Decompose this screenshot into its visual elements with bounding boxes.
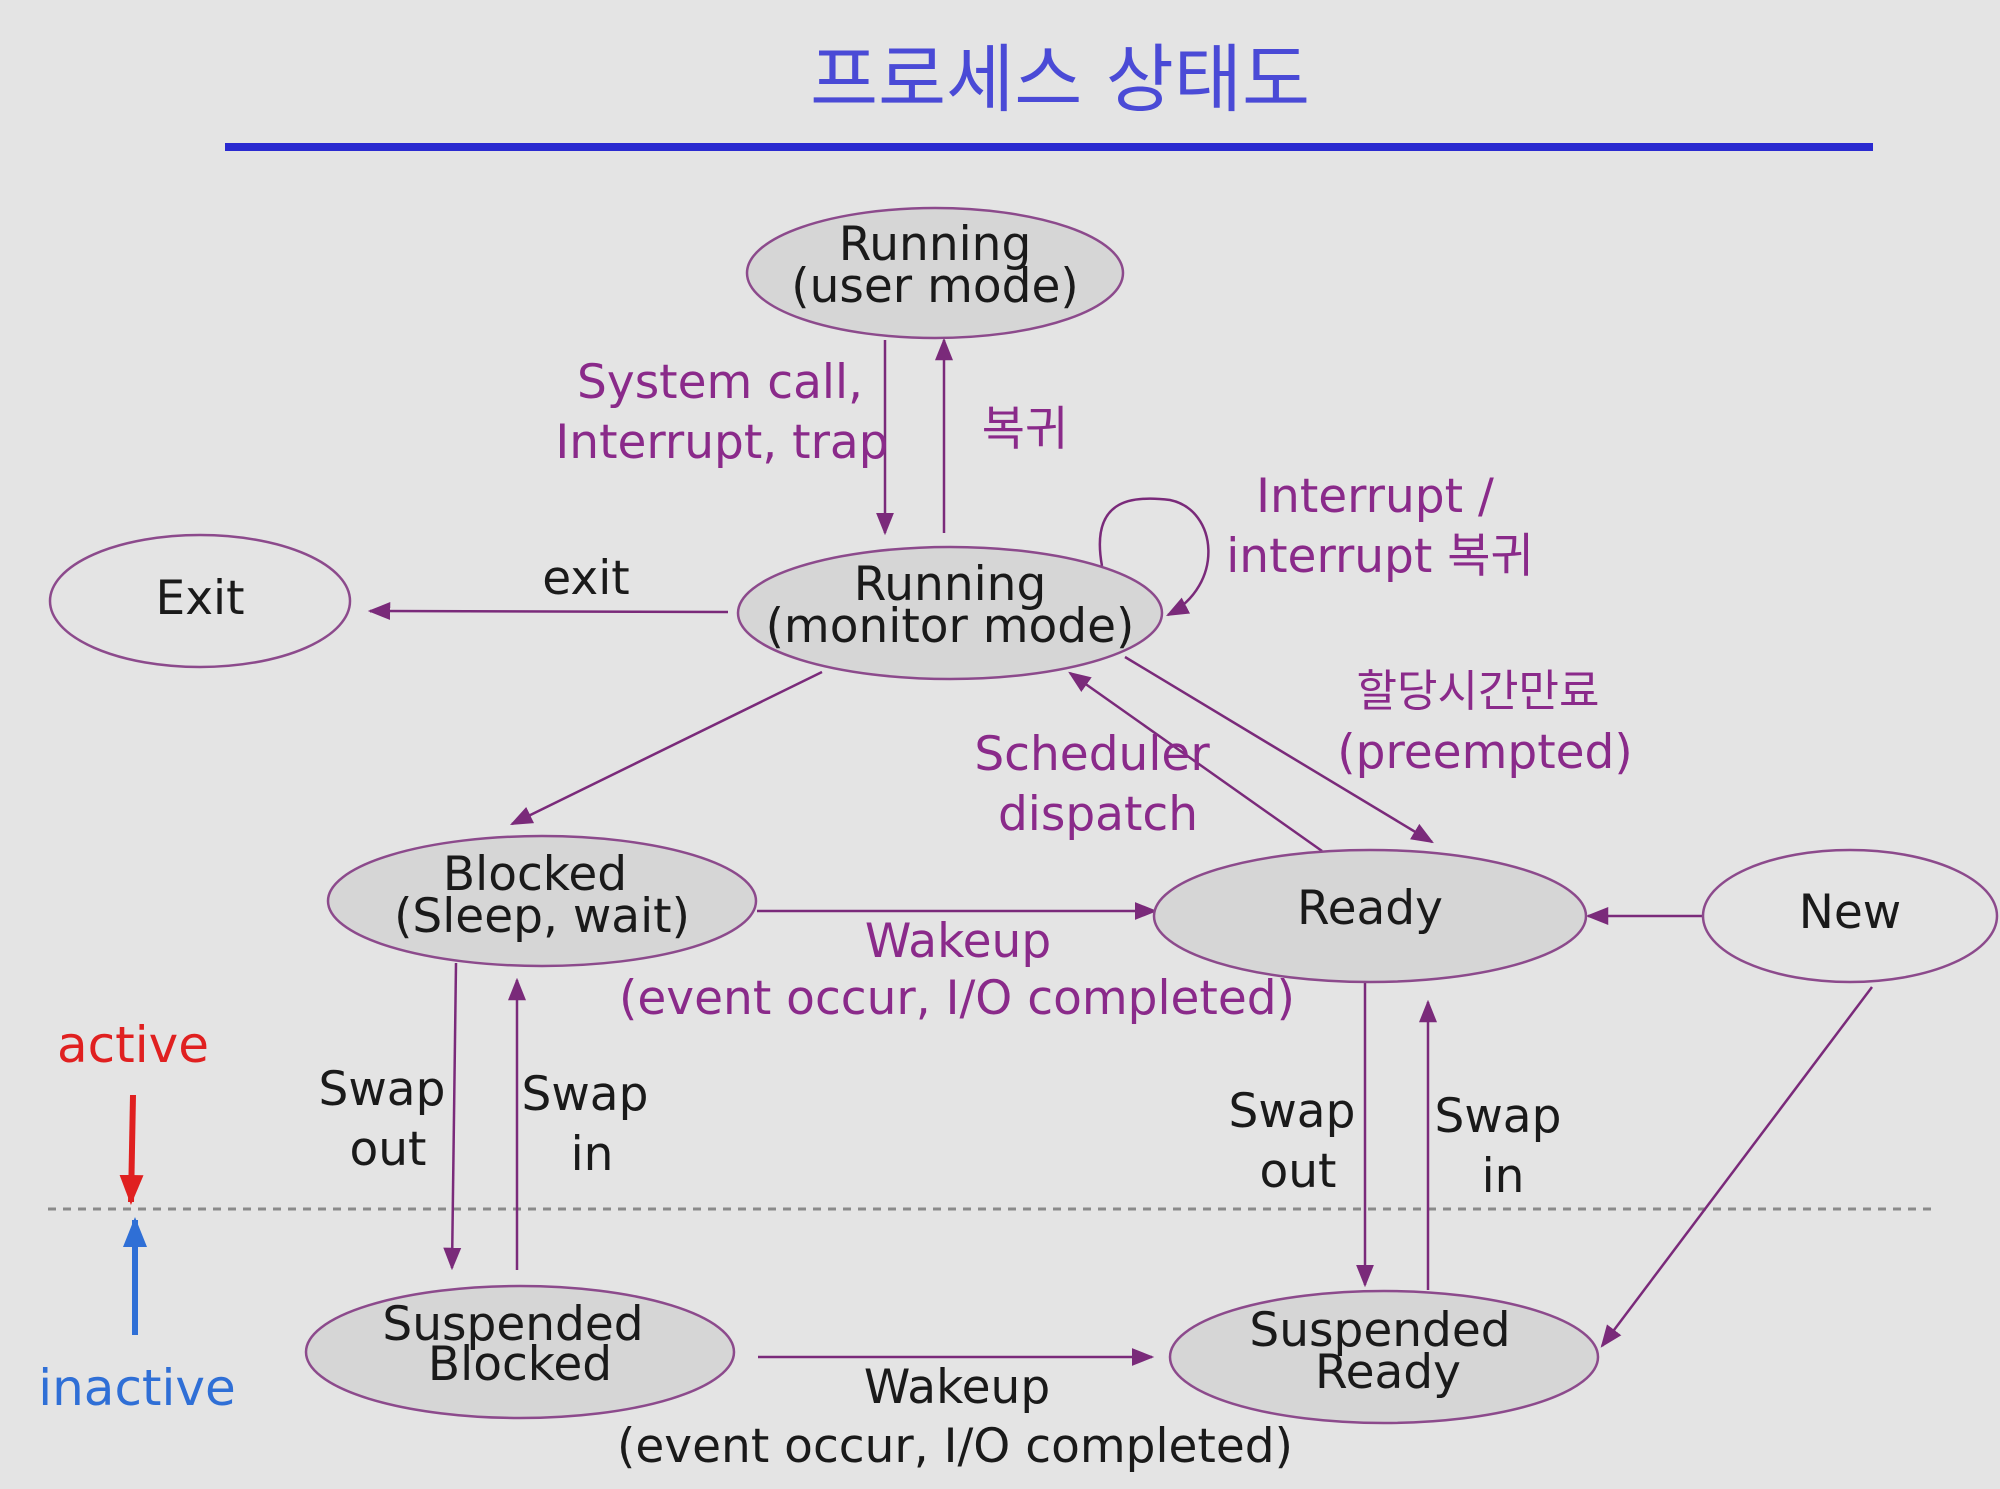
svg-text:Running: Running	[839, 217, 1032, 272]
svg-text:Running: Running	[854, 557, 1047, 612]
svg-text:Swap: Swap	[1435, 1089, 1562, 1144]
svg-text:System call,: System call,	[577, 355, 863, 410]
node-running-monitor: Running (monitor mode)	[736, 545, 1164, 681]
svg-text:Exit: Exit	[156, 571, 245, 626]
active-down-arrow	[119, 1094, 144, 1205]
inactive-label: inactive	[38, 1359, 236, 1417]
label-scheduler-dispatch: Scheduler dispatch	[974, 727, 1210, 842]
svg-text:Ready: Ready	[1297, 881, 1443, 936]
svg-text:Blocked: Blocked	[428, 1337, 612, 1392]
svg-text:out: out	[350, 1122, 427, 1177]
label-timeout-preempted: 할당시간만료 (preempted)	[1337, 666, 1632, 780]
label-swap-out-ready: Swap out	[1229, 1084, 1356, 1199]
node-exit: Exit	[48, 533, 352, 669]
svg-text:out: out	[1260, 1144, 1337, 1199]
svg-text:Suspended: Suspended	[382, 1297, 643, 1352]
edge-monitor-to-blocked	[509, 670, 823, 826]
edge-monitor-to-ready	[1124, 655, 1434, 844]
node-running-user: Running (user mode)	[745, 206, 1125, 340]
svg-text:Blocked: Blocked	[443, 847, 627, 902]
svg-text:Swap: Swap	[522, 1067, 649, 1122]
svg-text:Interrupt /: Interrupt /	[1256, 469, 1494, 524]
svg-text:Swap: Swap	[319, 1062, 446, 1117]
node-ready: Ready	[1152, 848, 1588, 984]
svg-text:Wakeup: Wakeup	[865, 914, 1051, 969]
svg-text:Interrupt, trap: Interrupt, trap	[555, 415, 888, 470]
label-interrupt-return: Interrupt / interrupt 복귀	[1226, 469, 1533, 584]
node-blocked: Blocked (Sleep, wait)	[326, 834, 758, 968]
label-system-call: System call, Interrupt, trap	[555, 355, 888, 470]
label-wakeup-suspended: Wakeup (event occur, I/O completed)	[617, 1360, 1293, 1474]
edge-blocked-swap-out	[443, 962, 462, 1271]
edge-monitor-to-exit	[367, 602, 729, 621]
svg-text:interrupt 복귀: interrupt 복귀	[1226, 529, 1533, 584]
label-swap-out-blocked: Swap out	[319, 1062, 446, 1177]
svg-text:(user mode): (user mode)	[791, 259, 1078, 314]
svg-text:Swap: Swap	[1229, 1084, 1356, 1139]
svg-text:(event occur, I/O completed): (event occur, I/O completed)	[617, 1419, 1293, 1474]
svg-text:dispatch: dispatch	[998, 787, 1198, 842]
label-return: 복귀	[982, 402, 1068, 457]
label-swap-in-blocked: Swap in	[522, 1067, 649, 1182]
svg-text:in: in	[571, 1127, 614, 1182]
title-rule	[225, 143, 1873, 151]
svg-text:in: in	[1482, 1149, 1525, 1204]
svg-text:(event occur, I/O completed): (event occur, I/O completed)	[619, 971, 1295, 1026]
svg-text:(Sleep, wait): (Sleep, wait)	[394, 889, 690, 944]
svg-text:(preempted): (preempted)	[1337, 725, 1632, 780]
active-label: active	[57, 1016, 209, 1074]
node-suspended-blocked: Suspended Blocked	[304, 1284, 736, 1420]
svg-text:Suspended: Suspended	[1249, 1303, 1510, 1358]
edge-interrupt-self-loop	[1098, 497, 1210, 617]
label-swap-in-ready: Swap in	[1435, 1089, 1562, 1204]
svg-text:할당시간만료: 할당시간만료	[1357, 666, 1600, 717]
label-exit: exit	[542, 551, 629, 606]
label-wakeup: Wakeup (event occur, I/O completed)	[619, 914, 1295, 1026]
edge-new-to-suspready	[1600, 986, 1873, 1348]
svg-text:New: New	[1799, 885, 1902, 940]
node-suspended-ready: Suspended Ready	[1168, 1289, 1600, 1425]
svg-text:Ready: Ready	[1315, 1345, 1461, 1400]
svg-text:Wakeup: Wakeup	[864, 1360, 1050, 1415]
node-new: New	[1701, 848, 1999, 984]
svg-text:Scheduler: Scheduler	[974, 727, 1210, 782]
svg-text:(monitor mode): (monitor mode)	[766, 599, 1135, 654]
edge-ready-to-monitor	[1068, 671, 1323, 853]
page-title: 프로세스 상태도	[810, 37, 1310, 123]
